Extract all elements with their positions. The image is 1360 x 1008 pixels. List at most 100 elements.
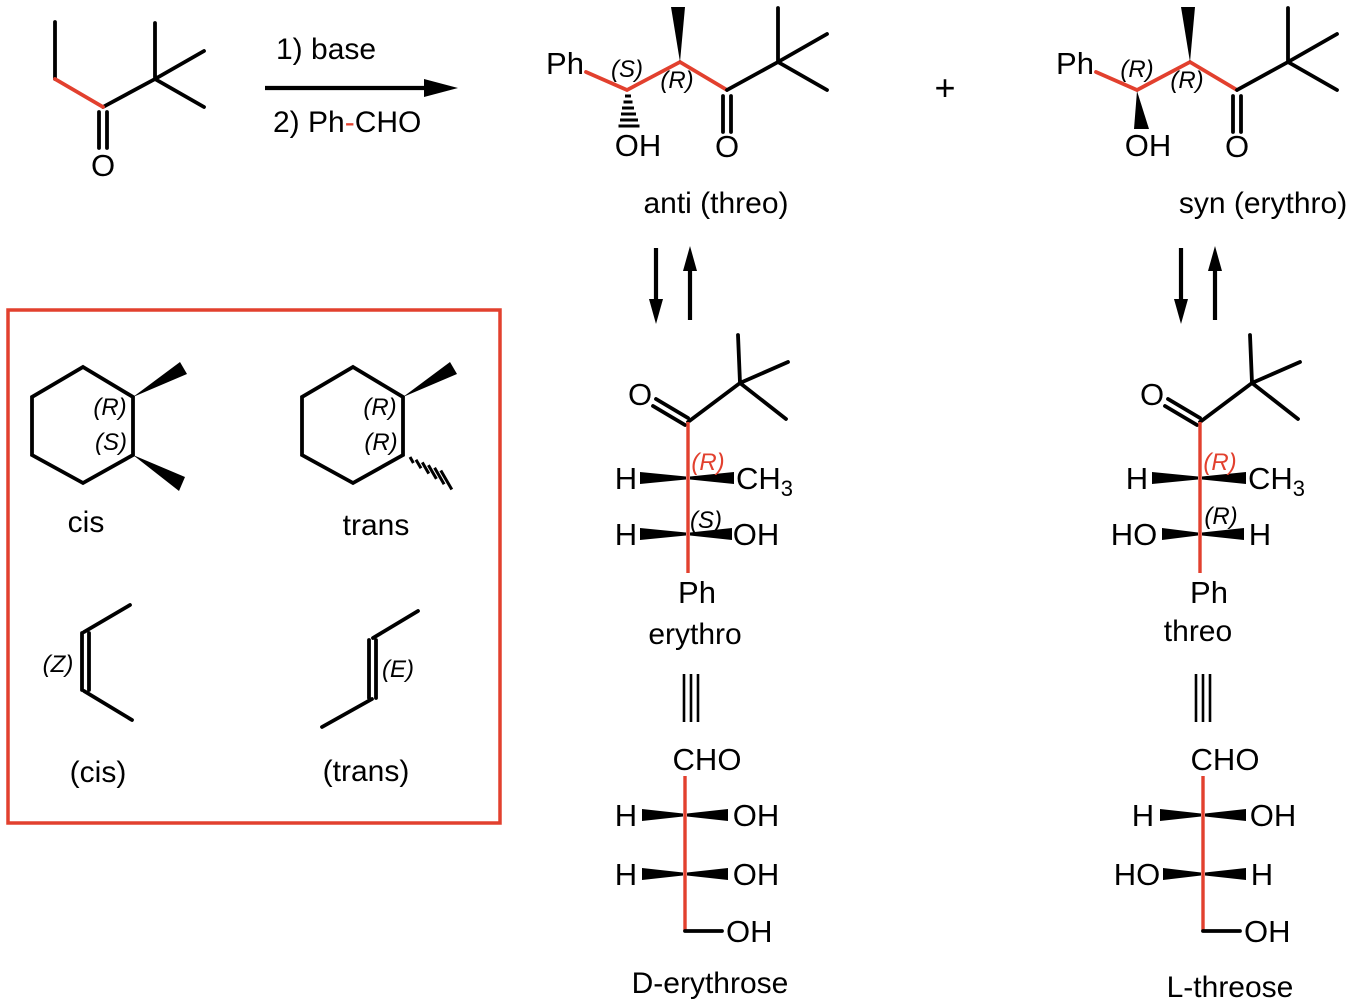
c1-config-label: (S) <box>611 56 643 83</box>
row1-left-wedge <box>1160 809 1201 821</box>
row2-config-label: (S) <box>690 507 722 534</box>
ring <box>300 364 405 486</box>
stereo-terminology-inset: (R) (S) cis (R) (R) trans (Z) (cis) (E) … <box>6 308 502 825</box>
backbone-red <box>584 59 729 93</box>
top-methyl-wedge <box>403 362 457 397</box>
bottom-oh-label: OH <box>726 914 773 949</box>
hashed-wedge-oh <box>618 94 640 128</box>
c1-config-label: (R) <box>1120 56 1153 83</box>
identity-symbol-right <box>1194 674 1212 722</box>
methyl-wedge <box>1181 7 1195 62</box>
bottom-oh-label: OH <box>1244 914 1291 949</box>
trans-paren-caption: (trans) <box>323 755 410 788</box>
row2-ho-label: HO <box>1114 857 1161 892</box>
row1-h-label: H <box>1132 798 1154 833</box>
row2-right-wedge <box>1202 528 1244 540</box>
down-arrowhead <box>1174 299 1188 324</box>
cho-label: CHO <box>1191 742 1260 777</box>
row2-h-label: H <box>1249 517 1271 552</box>
methyl-wedge <box>671 7 685 62</box>
row2-h-label: H <box>1251 857 1273 892</box>
l-threose-caption: L-threose <box>1167 971 1294 1004</box>
row1-config-label: (R) <box>691 449 724 476</box>
row1-left-wedge <box>1152 472 1198 484</box>
erythro-caption: erythro <box>648 618 741 651</box>
z-config-label: (Z) <box>43 651 74 678</box>
row2-left-wedge <box>1162 528 1198 540</box>
anti-threo-product: Ph OH (S) (R) O anti (threo) <box>546 6 829 220</box>
trans-caption: trans <box>343 509 410 542</box>
alpha-bond-red <box>53 77 105 109</box>
c2-config-label: (R) <box>660 67 693 94</box>
row1-oh-label: OH <box>733 798 780 833</box>
substituent-bonds <box>82 603 134 722</box>
down-arrowhead <box>649 299 663 324</box>
double-bond <box>80 631 91 692</box>
carbonyl-o-label: O <box>1140 377 1164 412</box>
row2-right-wedge <box>690 528 732 540</box>
double-bond <box>367 638 378 700</box>
row2-ho-label: HO <box>1111 517 1158 552</box>
bottom-config-label: (R) <box>364 429 397 456</box>
carbonyl-o-label: O <box>715 129 739 164</box>
tbu-bonds <box>1235 6 1339 92</box>
syn-caption: syn (erythro) <box>1179 187 1347 220</box>
c2-config-label: (R) <box>1170 67 1203 94</box>
carbonyl-double-bond <box>721 94 733 134</box>
carbonyl-o-label: O <box>1225 129 1249 164</box>
e-alkene: (E) (trans) <box>320 609 420 788</box>
oh-label: OH <box>1125 128 1172 163</box>
ring <box>30 364 135 486</box>
ph-label: Ph <box>678 575 716 610</box>
row1-oh-label: OH <box>1250 798 1297 833</box>
reaction-arrowhead <box>424 79 458 97</box>
row1-config-label: (R) <box>1203 449 1236 476</box>
row1-right-wedge <box>1202 472 1246 484</box>
row2-h-label: H <box>615 857 637 892</box>
d-erythrose-caption: D-erythrose <box>632 967 789 1000</box>
row1-left-wedge <box>642 809 683 821</box>
cis-cyclohexane: (R) (S) cis <box>30 362 187 539</box>
red-hyphen: - <box>345 106 355 139</box>
row2-left-wedge <box>642 868 683 880</box>
trans-cyclohexane: (R) (R) trans <box>300 362 457 542</box>
l-threose-fischer: CHO H OH HO H OH L-threose <box>1114 742 1297 1004</box>
bottom-methyl-wedge <box>133 455 185 491</box>
top-methyl-wedge <box>133 362 187 397</box>
bonds-black <box>53 20 206 109</box>
bottom-methyl-hash <box>408 456 454 491</box>
row2-h-label: H <box>615 517 637 552</box>
row2-left-wedge <box>1163 868 1201 880</box>
row2-left-wedge <box>640 528 686 540</box>
row1-left-wedge <box>640 472 686 484</box>
plus-sign: + <box>934 67 955 108</box>
oh-label: OH <box>615 128 662 163</box>
substituent-bonds <box>320 609 420 729</box>
up-arrowhead <box>683 246 697 271</box>
carbonyl-double-bond <box>1231 94 1243 134</box>
threo-caption: threo <box>1164 615 1232 648</box>
reagent-step1: 1) base <box>276 33 376 66</box>
backbone-red <box>1094 59 1239 93</box>
carbonyl-double-bond <box>97 110 109 150</box>
tbu-bonds <box>686 333 790 424</box>
oh-wedge <box>1134 91 1149 129</box>
reaction-conditions: 1) base 2) Ph-CHO <box>265 33 458 139</box>
ph-label: Ph <box>1056 46 1094 81</box>
tbu-bonds <box>1198 333 1302 424</box>
reagent-step2: 2) Ph-CHO <box>273 106 421 139</box>
erythro-projection: O H CH3 (R) H OH (S) Ph erythro <box>615 333 793 651</box>
tbu-bonds <box>725 6 829 92</box>
row2-oh-label: OH <box>733 517 780 552</box>
carbonyl-double-bond <box>1163 397 1202 427</box>
carbonyl-o-label: O <box>628 377 652 412</box>
cis-paren-caption: (cis) <box>70 756 127 789</box>
identity-symbol-left <box>682 674 700 722</box>
row1-right-wedge <box>690 472 734 484</box>
row2-right-wedge <box>687 868 728 880</box>
row1-right-wedge <box>687 809 728 821</box>
inset-border <box>6 308 502 825</box>
anti-caption: anti (threo) <box>643 187 788 220</box>
